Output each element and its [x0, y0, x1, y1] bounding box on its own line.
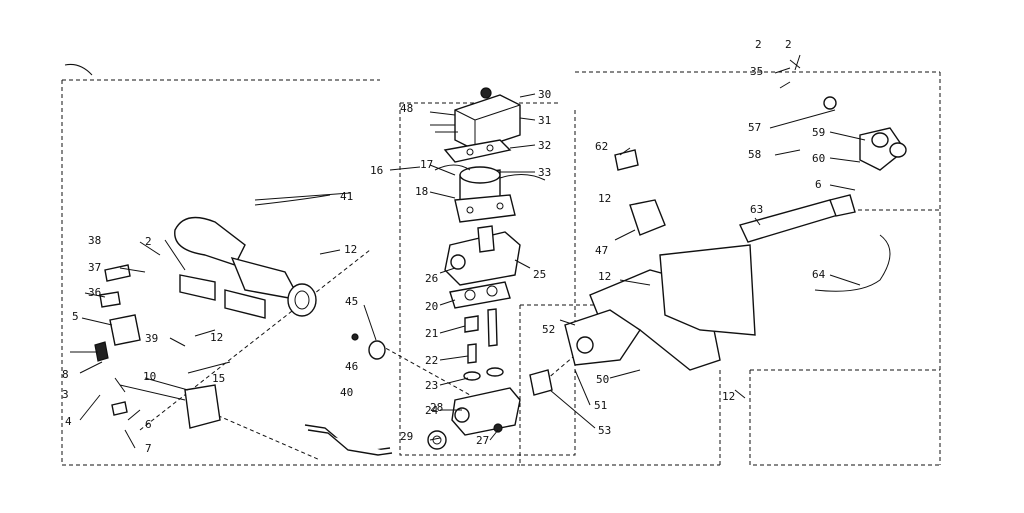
label-62: 62 [595, 140, 608, 153]
label-35: 35 [750, 65, 763, 78]
label-2-top-b: 2 [785, 38, 792, 51]
label-3: 3 [62, 388, 69, 401]
label-21: 21 [425, 327, 438, 340]
label-12-left: 12 [210, 331, 223, 344]
label-6: 6 [145, 418, 152, 431]
label-50: 50 [596, 373, 609, 386]
right-assembly [529, 54, 907, 396]
label-30: 30 [538, 88, 551, 101]
label-48: 48 [400, 102, 413, 115]
label-12-mid: 12 [344, 243, 357, 256]
label-15: 15 [212, 372, 225, 385]
label-29: 29 [400, 430, 413, 443]
label-38: 38 [88, 234, 101, 247]
label-41: 41 [340, 190, 353, 203]
label-5: 5 [72, 310, 79, 323]
label-12-right: 12 [722, 390, 735, 403]
label-51: 51 [594, 399, 607, 412]
label-46: 46 [345, 360, 358, 373]
label-6-right: 6 [815, 178, 822, 191]
label-23: 23 [425, 379, 438, 392]
label-22: 22 [425, 354, 438, 367]
label-36: 36 [88, 286, 101, 299]
label-39: 39 [145, 332, 158, 345]
label-8: 8 [62, 368, 69, 381]
label-20: 20 [425, 300, 438, 313]
label-31: 31 [538, 114, 551, 127]
label-4: 4 [65, 415, 72, 428]
label-57: 57 [748, 121, 761, 134]
label-17: 17 [420, 158, 433, 171]
label-16: 16 [370, 164, 383, 177]
label-32: 32 [538, 139, 551, 152]
label-10: 10 [143, 370, 156, 383]
label-63: 63 [750, 203, 763, 216]
label-24: 24 [425, 404, 439, 417]
label-40: 40 [340, 386, 353, 399]
label-37: 37 [88, 261, 101, 274]
label-2-top: 2 [755, 38, 762, 51]
label-26: 26 [425, 272, 438, 285]
label-60: 60 [812, 152, 825, 165]
label-59: 59 [812, 126, 825, 139]
label-58: 58 [748, 148, 761, 161]
label-52: 52 [542, 323, 555, 336]
label-12-valve: 12 [598, 192, 611, 205]
label-64: 64 [812, 268, 826, 281]
label-18: 18 [415, 185, 428, 198]
label-45: 45 [345, 295, 358, 308]
label-33: 33 [538, 166, 551, 179]
solenoid-assembly [430, 87, 546, 223]
label-27: 27 [476, 434, 489, 447]
label-2-left: 2 [145, 235, 152, 248]
label-28: 28 [430, 401, 443, 414]
label-47: 47 [595, 244, 608, 257]
valve-body-parts [427, 225, 521, 450]
left-assembly [94, 216, 393, 456]
label-7: 7 [145, 442, 152, 455]
label-25: 25 [533, 268, 546, 281]
label-53: 53 [598, 424, 611, 437]
callout-labels: 38 37 36 5 8 3 4 6 7 10 2 39 12 15 41 12… [62, 38, 826, 455]
leader-lines [70, 67, 866, 449]
label-12-plate: 12 [598, 270, 611, 283]
